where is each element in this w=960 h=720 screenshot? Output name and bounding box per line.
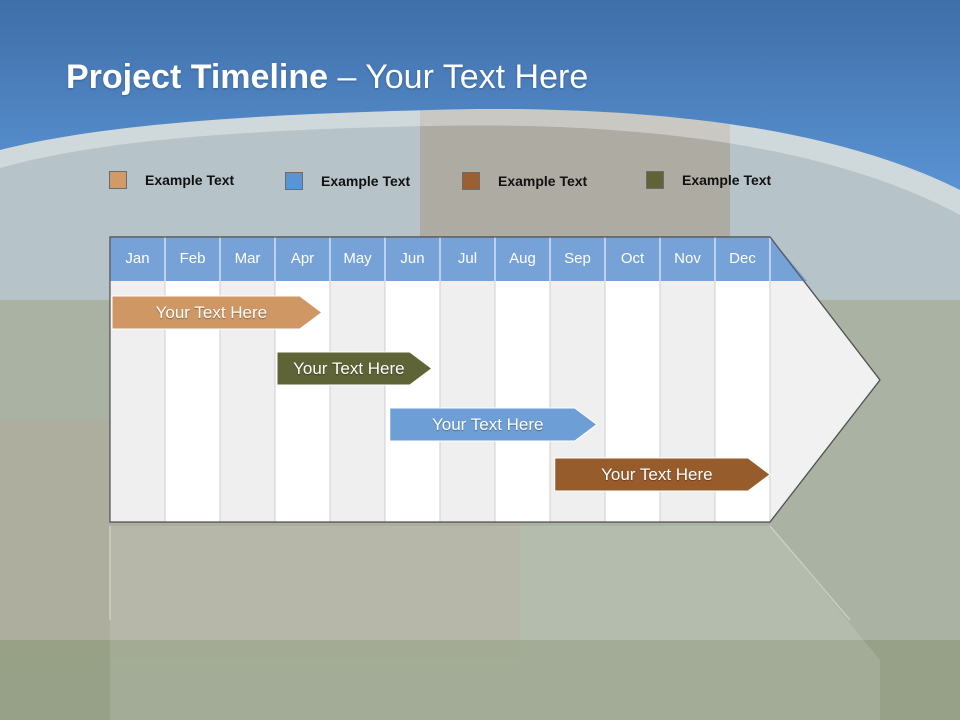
- month-label-nov: Nov: [674, 250, 701, 267]
- month-label-may: May: [343, 250, 372, 267]
- task-label-1: Your Text Here: [155, 303, 268, 322]
- legend-swatch-2: [285, 172, 303, 190]
- timeline-reflection: [110, 526, 880, 720]
- month-label-sep: Sep: [564, 250, 591, 267]
- month-column: [440, 281, 495, 522]
- legend-label-4: Example Text: [682, 172, 772, 188]
- month-column: [330, 281, 385, 522]
- month-label-oct: Oct: [620, 250, 645, 267]
- task-label-2: Your Text Here: [293, 359, 405, 378]
- legend-label-1: Example Text: [145, 172, 235, 188]
- month-column: [495, 281, 550, 522]
- title-bold: Project Timeline: [66, 58, 329, 96]
- legend-swatch-4: [646, 171, 664, 189]
- legend-item-2: Example Text: [285, 171, 410, 191]
- task-label-4: Your Text Here: [601, 465, 713, 484]
- banner-curve-highlight: [0, 109, 960, 215]
- title-banner: [0, 0, 960, 190]
- title-rest: – Your Text Here: [328, 58, 589, 96]
- legend-swatch-1: [109, 171, 127, 189]
- legend-item-4: Example Text: [646, 170, 771, 190]
- month-label-jun: Jun: [400, 250, 425, 267]
- page-title: Project Timeline – Your Text Here: [66, 58, 588, 97]
- task-label-3: Your Text Here: [431, 415, 544, 434]
- month-label-aug: Aug: [509, 250, 536, 267]
- legend-item-1: Example Text: [109, 170, 234, 190]
- grass-shape: [0, 640, 960, 720]
- task-bar-2: [276, 351, 433, 386]
- month-label-mar: Mar: [234, 250, 261, 267]
- month-label-jul: Jul: [457, 250, 478, 267]
- month-label-jan: Jan: [125, 250, 150, 267]
- month-label-apr: Apr: [290, 250, 315, 267]
- legend-label-2: Example Text: [321, 173, 411, 189]
- month-label-dec: Dec: [729, 250, 756, 267]
- legend-item-3: Example Text: [462, 171, 587, 191]
- month-label-feb: Feb: [179, 250, 206, 267]
- legend-label-3: Example Text: [498, 173, 588, 189]
- task-bar-4: [554, 457, 771, 492]
- legend-swatch-3: [462, 172, 480, 190]
- task-bar-1: [111, 295, 323, 330]
- month-column: [385, 281, 440, 522]
- month-header: [110, 237, 807, 281]
- task-bar-3: [389, 407, 598, 442]
- timeline-outline: [109, 236, 881, 523]
